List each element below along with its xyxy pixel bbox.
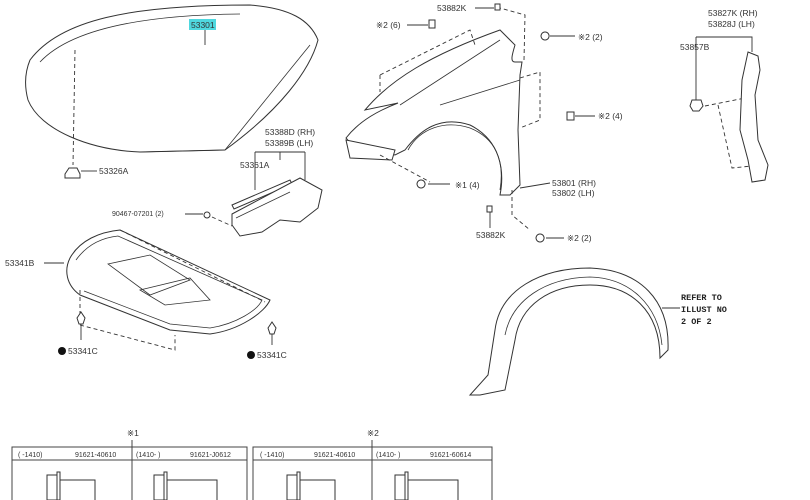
- fender-bolt-upper-label[interactable]: ※2 (2): [578, 32, 603, 42]
- fender-bolt-top-icon: [428, 19, 436, 29]
- bolt-table-2-part-1[interactable]: 91621-40610: [314, 452, 355, 459]
- nut-icon: [203, 211, 211, 219]
- bolt-table-2-range-1: ( -1410): [260, 452, 285, 459]
- bolt-table-1-part-1[interactable]: 91621-40610: [75, 452, 116, 459]
- hood-stopper-label[interactable]: 53326A: [99, 166, 129, 176]
- fender-bolt-mid-icon: [566, 111, 575, 121]
- clip-left-icon: [76, 311, 86, 325]
- clip-right-label[interactable]: 53341C: [257, 350, 287, 360]
- bolt-table-1-range-2: (1410- ): [136, 452, 161, 459]
- fender-bolt-bottom-icon: [535, 233, 545, 243]
- bolt-table-2-part-2[interactable]: 91621-60614: [430, 452, 471, 459]
- bolt-icon: [46, 471, 96, 500]
- seal-lh-label[interactable]: 53389B (LH): [265, 138, 313, 148]
- fender-bolt-bottom-label[interactable]: ※2 (2): [567, 233, 592, 243]
- bolt-table-1-mark: ※1: [127, 428, 139, 438]
- fender-bolt-front-icon: [416, 179, 426, 189]
- bolt-table-2: ※2 ( -1410) 91621-40610 (1410- ) 91621-6…: [252, 428, 493, 500]
- liner-note-line2: ILLUST NO: [681, 305, 727, 315]
- hood-highlight: [189, 19, 216, 30]
- fender-bolt-upper-icon: [540, 31, 550, 41]
- fender-nut-bottom-icon: [486, 205, 493, 213]
- insulator-part[interactable]: [66, 229, 271, 351]
- clip-right-icon: [267, 321, 277, 335]
- insulator-label[interactable]: 53341B: [5, 258, 35, 268]
- liner-note-line1: REFER TO: [681, 293, 722, 303]
- bracket-rh-label[interactable]: 53827K (RH): [708, 8, 758, 18]
- bolt-table-2-mark: ※2: [367, 428, 379, 438]
- fender-bolt-front-label[interactable]: ※1 (4): [455, 180, 480, 190]
- hood-part[interactable]: [25, 4, 319, 166]
- fender-nut-top-icon: [494, 3, 501, 11]
- clip-right-marker: [247, 351, 255, 359]
- fender-bolt-mid-label[interactable]: ※2 (4): [598, 111, 623, 121]
- bracket-part[interactable]: [739, 51, 769, 183]
- seal-rh-label[interactable]: 53388D (RH): [265, 127, 315, 137]
- fender-bolt-top-label[interactable]: ※2 (6): [376, 20, 401, 30]
- fender-lh-label[interactable]: 53802 (LH): [552, 188, 595, 198]
- bracket-lh-label[interactable]: 53828J (LH): [708, 19, 755, 29]
- seal-part[interactable]: [231, 177, 323, 237]
- fender-nut-bottom-label[interactable]: 53882K: [476, 230, 506, 240]
- bolt-table-1-range-1: ( -1410): [18, 452, 43, 459]
- bolt-icon: [153, 471, 218, 500]
- fender-rh-label[interactable]: 53801 (RH): [552, 178, 596, 188]
- bolt-table-2-range-2: (1410- ): [376, 452, 401, 459]
- liner-note-line3: 2 OF 2: [681, 317, 712, 327]
- fender-part[interactable]: [345, 29, 523, 196]
- hood-stopper-icon: [64, 167, 81, 179]
- hood-part-number[interactable]: 53301: [191, 20, 215, 30]
- nut-label[interactable]: 90467-07201 (2): [112, 211, 164, 218]
- bolt-icon: [394, 471, 459, 500]
- bolt-table-1-part-2[interactable]: 91621-J0612: [190, 452, 231, 459]
- fender-nut-top-label[interactable]: 53882K: [437, 3, 467, 13]
- bracket-clip-icon: [689, 99, 704, 112]
- clip-left-marker: [58, 347, 66, 355]
- bolt-icon: [286, 471, 336, 500]
- fender-liner-part[interactable]: [468, 267, 669, 396]
- clip-left-label[interactable]: 53341C: [68, 346, 98, 356]
- bracket-clip-label[interactable]: 53857B: [680, 42, 710, 52]
- bolt-table-1: ※1 ( -1410) 91621-40610 (1410- ) 91621-J…: [11, 428, 248, 500]
